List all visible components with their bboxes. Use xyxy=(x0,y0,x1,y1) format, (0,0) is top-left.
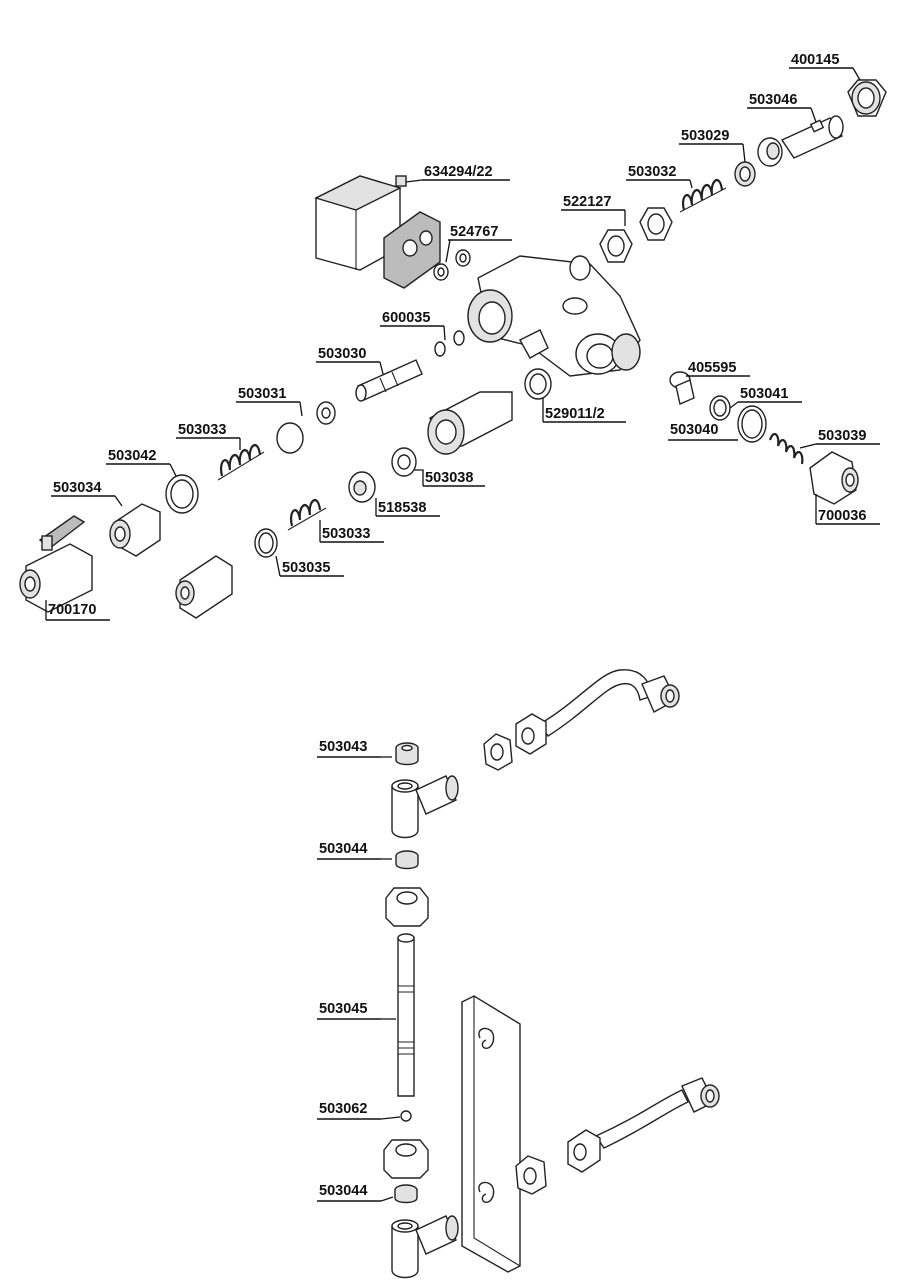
label-503041: 503041 xyxy=(729,386,802,409)
part-503041 xyxy=(709,395,731,421)
svg-text:405595: 405595 xyxy=(688,360,736,376)
label-522127: 522127 xyxy=(561,194,626,226)
label-503034: 503034 xyxy=(51,480,123,507)
svg-text:503044: 503044 xyxy=(319,841,367,857)
label-503062: 503062 xyxy=(317,1101,401,1120)
part-mounting-plate xyxy=(461,995,521,1273)
label-503031: 503031 xyxy=(236,386,303,417)
part-503033-b xyxy=(287,499,327,531)
part-522127 xyxy=(599,207,673,263)
svg-text:503043: 503043 xyxy=(319,739,367,755)
label-503033-b: 503033 xyxy=(319,520,384,543)
part-524767 xyxy=(433,249,471,281)
label-503032: 503032 xyxy=(626,164,693,189)
label-503044-a: 503044 xyxy=(317,841,392,860)
svg-text:700170: 700170 xyxy=(48,602,96,618)
svg-text:503033: 503033 xyxy=(178,422,226,438)
label-503044-b: 503044 xyxy=(317,1183,394,1202)
label-405595: 405595 xyxy=(686,360,750,377)
part-518538 xyxy=(348,471,376,503)
svg-text:503040: 503040 xyxy=(670,422,718,438)
svg-text:503035: 503035 xyxy=(282,560,330,576)
part-nut-upper xyxy=(385,887,429,927)
svg-text:503042: 503042 xyxy=(108,448,156,464)
label-503029: 503029 xyxy=(679,128,746,163)
part-405595 xyxy=(669,371,695,405)
label-503043: 503043 xyxy=(317,739,392,758)
part-lower-elbow xyxy=(391,1215,459,1279)
part-503040 xyxy=(737,405,767,443)
svg-text:518538: 518538 xyxy=(378,500,426,516)
part-503062 xyxy=(400,1110,412,1122)
part-634294-22 xyxy=(314,175,441,289)
svg-text:503032: 503032 xyxy=(628,164,676,180)
svg-text:634294/22: 634294/22 xyxy=(424,164,493,180)
svg-text:503062: 503062 xyxy=(319,1101,367,1117)
svg-text:503046: 503046 xyxy=(749,92,797,108)
label-503030: 503030 xyxy=(316,346,384,375)
svg-text:503029: 503029 xyxy=(681,128,729,144)
svg-text:503038: 503038 xyxy=(425,470,473,486)
part-nut-lower xyxy=(383,1139,429,1179)
part-503045 xyxy=(397,933,415,1097)
part-503044-b xyxy=(394,1184,418,1204)
svg-text:503039: 503039 xyxy=(818,428,866,444)
label-503033-a: 503033 xyxy=(176,422,241,450)
part-503030 xyxy=(355,359,423,402)
label-503038: 503038 xyxy=(414,469,485,487)
label-634294-22: 634294/22 xyxy=(405,164,510,183)
svg-text:503045: 503045 xyxy=(319,1001,367,1017)
label-700170: 700170 xyxy=(45,600,110,621)
part-503035 xyxy=(254,528,278,558)
part-upper-pipe xyxy=(483,669,680,771)
part-503044-a xyxy=(395,850,419,870)
part-connector xyxy=(175,555,233,619)
part-valve-body xyxy=(467,255,641,377)
svg-text:503031: 503031 xyxy=(238,386,286,402)
part-503042 xyxy=(165,474,199,514)
label-503046: 503046 xyxy=(747,92,817,123)
label-503045: 503045 xyxy=(317,1001,396,1020)
part-400145 xyxy=(847,79,887,117)
svg-text:503041: 503041 xyxy=(740,386,788,402)
label-529011-2: 529011/2 xyxy=(542,398,626,423)
label-503040: 503040 xyxy=(668,422,738,441)
label-503035: 503035 xyxy=(275,555,344,577)
svg-text:522127: 522127 xyxy=(563,194,611,210)
part-600035 xyxy=(434,330,465,357)
part-529011-2 xyxy=(524,368,552,400)
part-503038 xyxy=(391,391,513,477)
label-518538: 518538 xyxy=(375,498,440,517)
svg-text:503030: 503030 xyxy=(318,346,366,362)
svg-text:529011/2: 529011/2 xyxy=(545,406,605,422)
svg-text:400145: 400145 xyxy=(791,52,839,68)
part-503029 xyxy=(734,161,756,187)
label-400145: 400145 xyxy=(789,52,861,81)
svg-text:524767: 524767 xyxy=(450,224,498,240)
part-lower-pipe xyxy=(515,1077,720,1195)
part-700036 xyxy=(809,451,859,505)
part-503046 xyxy=(757,115,844,167)
svg-text:503044: 503044 xyxy=(319,1183,367,1199)
part-503039 xyxy=(768,432,804,465)
label-503039: 503039 xyxy=(799,428,880,449)
part-upper-elbow xyxy=(391,775,459,839)
part-700170 xyxy=(19,515,93,613)
part-503031 xyxy=(276,401,336,454)
part-503034 xyxy=(109,503,161,557)
label-503042: 503042 xyxy=(106,448,177,477)
svg-text:600035: 600035 xyxy=(382,310,430,326)
label-600035: 600035 xyxy=(380,310,446,341)
svg-text:503033: 503033 xyxy=(322,526,370,542)
label-700036: 700036 xyxy=(815,494,880,525)
part-503032 xyxy=(679,179,727,213)
label-524767: 524767 xyxy=(445,224,512,263)
svg-text:503034: 503034 xyxy=(53,480,101,496)
svg-text:700036: 700036 xyxy=(818,508,866,524)
part-503043 xyxy=(395,742,419,766)
part-503033-a xyxy=(217,444,265,481)
